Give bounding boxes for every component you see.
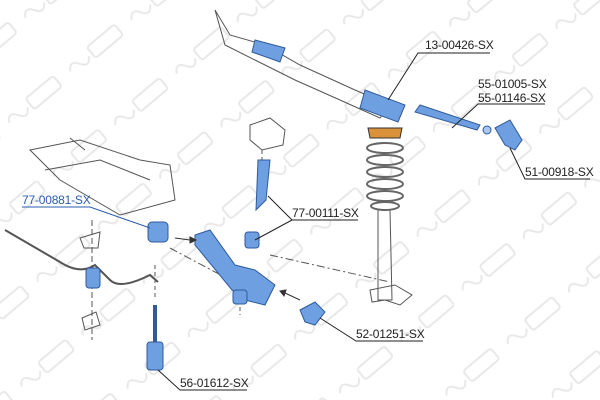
tie-rod-end — [494, 119, 523, 151]
leader-77-00881 — [22, 206, 151, 229]
leader-13-00426 — [387, 52, 490, 101]
label-stabilizer-link: 56-01612-SX — [180, 376, 249, 390]
knuckle — [369, 284, 413, 306]
subframe — [28, 137, 176, 216]
upper-mount — [249, 117, 286, 151]
strut-rod-upper — [255, 159, 271, 212]
label-ball-joint: 52-01251-SX — [356, 327, 425, 341]
stabilizer-link-end — [146, 341, 164, 371]
strut-rod-bushing — [244, 231, 260, 249]
leader-77-00111 — [254, 195, 358, 241]
stabilizer-bracket-bottom — [81, 311, 101, 331]
label-steering-rack: 13-00426-SX — [425, 38, 494, 52]
lower-control-arm — [194, 229, 276, 306]
leader-55 — [451, 103, 545, 129]
label-tie-rod-1: 55-01005-SX — [478, 77, 547, 91]
coil-spring — [366, 142, 404, 211]
leader-52-01251 — [319, 317, 423, 342]
label-strut-bushing: 77-00111-SX — [292, 206, 359, 220]
label-tie-rod-end: 51-00918-SX — [525, 165, 594, 179]
rack-boot-left — [251, 39, 286, 63]
leader-51-00918 — [509, 147, 590, 180]
strut-top-mount — [367, 127, 403, 139]
leader-56-01612 — [157, 369, 247, 391]
label-tie-rod-2: 55-01146-SX — [478, 91, 546, 105]
lower-bushing — [232, 289, 248, 305]
stabilizer-bar — [4, 229, 159, 285]
stabilizer-bushing — [85, 267, 101, 289]
ball-joint — [299, 301, 326, 326]
rack-boot-right — [359, 89, 406, 123]
tie-rod — [414, 104, 481, 131]
stabilizer-bracket-top — [79, 231, 101, 249]
arm-bushing — [147, 221, 169, 243]
label-arm-bushing: 77-00881-SX — [22, 193, 91, 207]
tie-rod-nut — [482, 125, 492, 135]
